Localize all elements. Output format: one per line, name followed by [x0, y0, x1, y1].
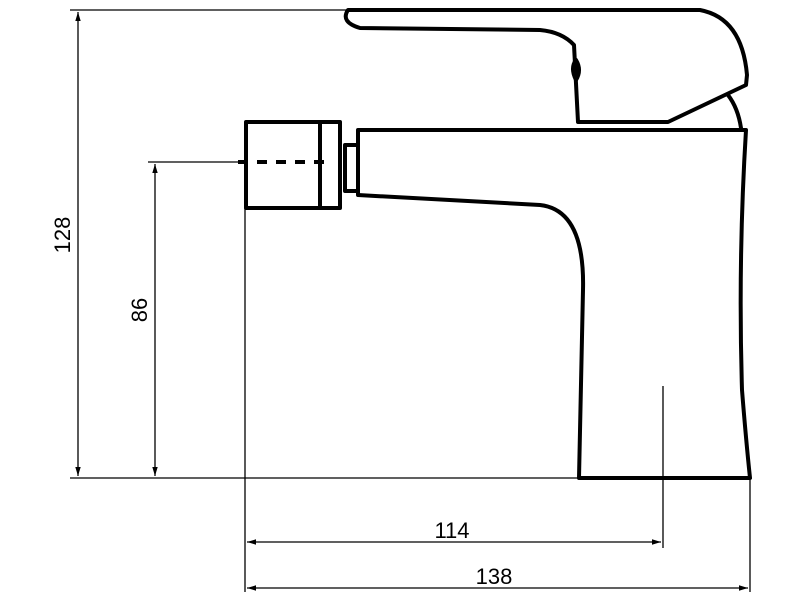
dim-label-86: 86: [127, 298, 152, 322]
faucet-outline: [238, 8, 752, 480]
dim-label-128: 128: [50, 217, 75, 254]
connector-neck: [343, 143, 360, 193]
diverter-knob: [244, 120, 342, 210]
lever-handle: [343, 8, 749, 124]
dim-label-138: 138: [476, 564, 513, 589]
lever-handle-detail: [571, 58, 581, 82]
dim-label-114: 114: [434, 518, 469, 543]
extension-lines: [70, 9, 751, 592]
dimension-lines: [75, 12, 748, 591]
cartridge-cap: [726, 93, 743, 130]
faucet-body: [356, 128, 752, 480]
